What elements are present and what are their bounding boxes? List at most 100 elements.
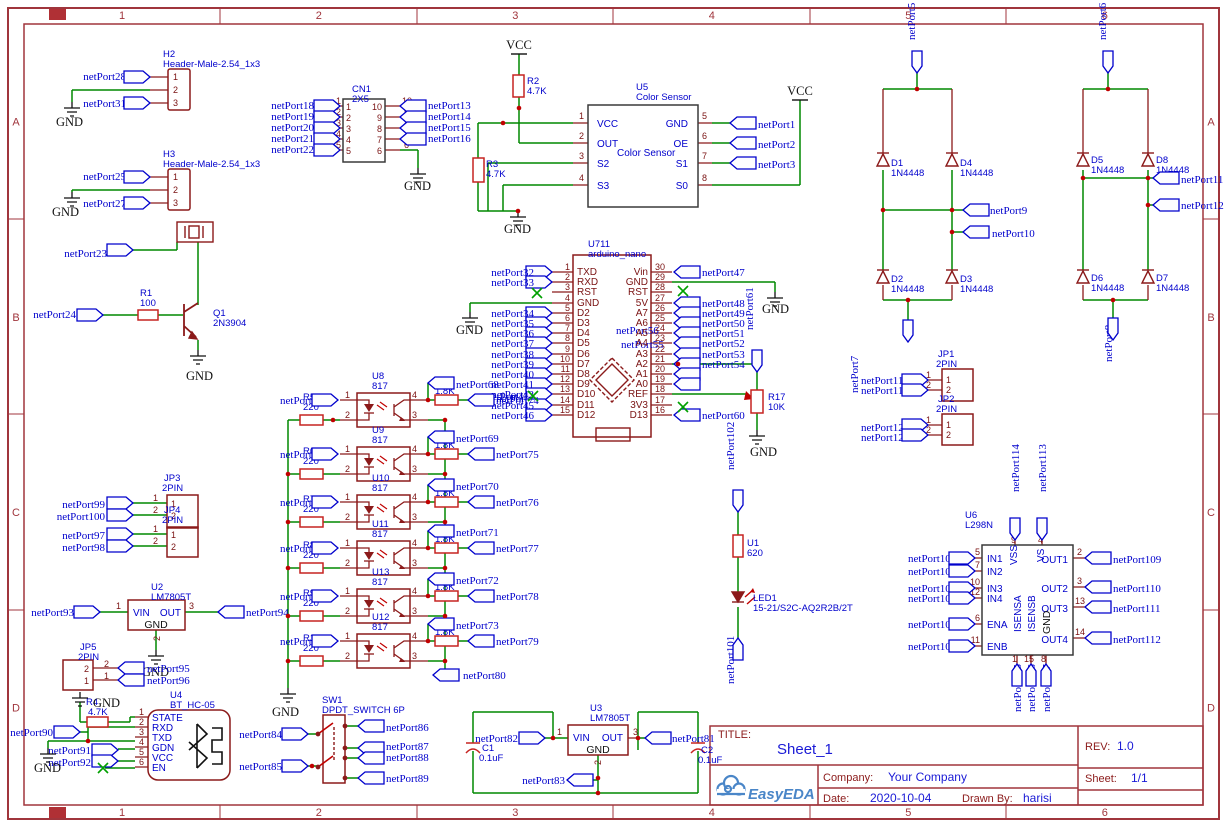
pin-number[interactable]: 22 — [655, 344, 665, 354]
pin-number[interactable]: 1 — [926, 415, 931, 425]
pin-name[interactable]: S2 — [597, 159, 610, 170]
pin-number[interactable]: 3 — [336, 118, 341, 128]
component-ref[interactable]: CN1 — [352, 84, 371, 95]
component-ref[interactable]: D7 — [1156, 273, 1168, 284]
component-ref[interactable]: 100 — [140, 298, 156, 309]
component-ref[interactable]: 1N4448 — [891, 168, 924, 179]
gnd-symbol[interactable] — [64, 192, 80, 207]
pin-number[interactable]: 27 — [655, 293, 665, 303]
net-label[interactable]: netPort47 — [702, 267, 745, 279]
pin-name[interactable]: OUT3 — [1041, 604, 1068, 615]
net-label[interactable]: netPort5 — [906, 2, 918, 40]
component-outlines[interactable] — [62, 68, 1074, 784]
pin-number[interactable]: 4 — [412, 390, 417, 400]
pin-number[interactable]: 24 — [655, 323, 665, 333]
netport-arrow[interactable] — [427, 430, 455, 444]
netport-arrow[interactable] — [399, 132, 427, 146]
pin-name[interactable]: D8 — [577, 369, 590, 380]
pin-number[interactable]: 2 — [926, 380, 931, 390]
component-ref[interactable]: U4 — [170, 690, 182, 701]
pin-number[interactable]: 3 — [1077, 576, 1082, 586]
power-label[interactable]: GND — [762, 302, 789, 316]
component-ref[interactable]: D3 — [960, 274, 972, 285]
optocoupler-U11[interactable] — [356, 540, 411, 576]
netport-arrow[interactable] — [1009, 517, 1021, 542]
diode-symbol[interactable] — [875, 152, 891, 167]
pin-number[interactable]: 10 — [372, 102, 382, 112]
netport-arrow[interactable] — [1084, 631, 1112, 645]
pin-name[interactable]: 3V3 — [630, 400, 648, 411]
pin-number[interactable]: 4 — [1038, 535, 1043, 545]
component-ref[interactable]: 1N4448 — [1156, 165, 1189, 176]
pin-number[interactable]: 4 — [336, 129, 341, 139]
component-ref[interactable]: U8 — [372, 371, 384, 382]
pin-number[interactable]: 10 — [560, 354, 570, 364]
pin-number[interactable]: 2 — [345, 606, 350, 616]
component-ref[interactable]: 220 — [303, 550, 319, 561]
optocoupler-U13[interactable] — [356, 588, 411, 624]
pin-name[interactable]: ISENSA — [1013, 595, 1024, 632]
net-label[interactable]: netPort81 — [672, 733, 715, 745]
pin-name[interactable]: S0 — [676, 181, 689, 192]
net-label[interactable]: netPort48 — [702, 298, 745, 310]
netport-arrow[interactable] — [1084, 580, 1112, 594]
pin-number[interactable]: 7 — [702, 151, 707, 161]
net-label[interactable]: netPort118 — [861, 375, 909, 387]
pin-number[interactable]: 8 — [702, 173, 707, 183]
power-label[interactable]: GND — [142, 665, 169, 679]
resistor-R10[interactable] — [299, 655, 324, 667]
netport-arrow[interactable] — [313, 110, 341, 124]
net-label[interactable]: netPort91 — [48, 745, 91, 757]
pin-number[interactable]: 1 — [946, 375, 951, 385]
component-ref[interactable]: 817 — [372, 483, 388, 494]
power-label[interactable]: VCC — [787, 84, 813, 98]
net-label[interactable]: netPort92 — [48, 757, 91, 769]
component-ref[interactable]: U13 — [372, 567, 389, 578]
component-ref[interactable]: 2PIN — [78, 652, 99, 663]
netport-arrow[interactable] — [73, 605, 101, 619]
pin-number[interactable]: 1 — [346, 102, 351, 112]
net-label[interactable]: netPort79 — [496, 636, 539, 648]
gnd-symbol[interactable] — [767, 292, 783, 307]
net-label[interactable]: netPort90 — [10, 727, 53, 739]
pin-number[interactable]: 4 — [412, 586, 417, 596]
pin-name[interactable]: A4 — [636, 338, 649, 349]
pin-number[interactable]: 29 — [655, 272, 665, 282]
netport-arrow[interactable] — [311, 634, 339, 648]
component-ref[interactable]: 1N4448 — [960, 168, 993, 179]
pin-number[interactable]: 7 — [377, 135, 382, 145]
netport-arrow[interactable] — [948, 617, 976, 631]
pin-name[interactable]: GND — [144, 619, 168, 631]
component-ref[interactable]: U6 — [965, 510, 977, 521]
pin-number[interactable]: 2 — [153, 505, 158, 515]
pin-number[interactable]: 12 — [970, 587, 980, 597]
netport-arrow[interactable] — [117, 673, 145, 687]
pin-number[interactable]: 1 — [153, 493, 158, 503]
component-ref[interactable]: Header-Male-2.54_1x3 — [163, 59, 260, 70]
component-ref[interactable]: U711 — [588, 239, 610, 250]
net-label[interactable]: netPort76 — [496, 497, 539, 509]
netport-arrow[interactable] — [427, 376, 455, 390]
pin-number[interactable]: 2 — [336, 107, 341, 117]
pin-name[interactable]: IN4 — [987, 594, 1003, 605]
power-label[interactable]: GND — [34, 761, 61, 775]
netport-arrow[interactable] — [729, 136, 757, 150]
net-label[interactable]: netPort28 — [83, 71, 126, 83]
pin-number[interactable]: 1 — [336, 96, 341, 106]
pin-number[interactable]: 3 — [173, 198, 178, 208]
power-label[interactable]: GND — [186, 369, 213, 383]
pin-number[interactable]: 17 — [655, 395, 665, 405]
pin-name[interactable]: S1 — [676, 159, 689, 170]
pin-name[interactable]: 5V — [636, 298, 649, 309]
diode-symbol[interactable] — [944, 269, 960, 284]
pin-name[interactable]: D6 — [577, 349, 590, 360]
component-ref[interactable]: 4.7K — [88, 707, 108, 718]
component-ref[interactable]: 1N4448 — [960, 284, 993, 295]
component-ref[interactable]: 220 — [303, 598, 319, 609]
net-label[interactable]: netPort39 — [491, 359, 534, 371]
netport-arrow[interactable] — [311, 393, 339, 407]
component-ref[interactable]: 0.1uF — [698, 755, 722, 766]
pin-number[interactable]: 23 — [655, 333, 665, 343]
pin-number[interactable]: 15 — [1024, 654, 1034, 664]
net-label[interactable]: netPort104 — [908, 566, 957, 578]
